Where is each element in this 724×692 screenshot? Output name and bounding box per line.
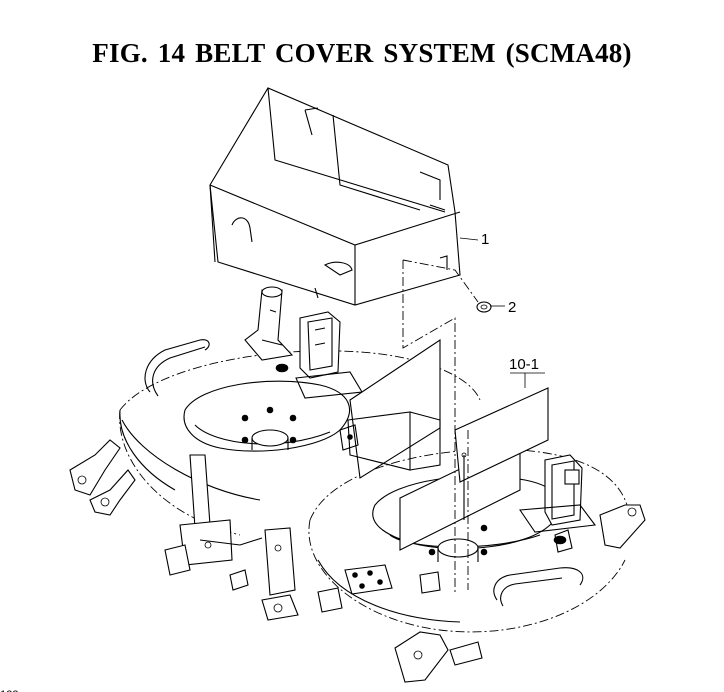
callout-leaders (459, 237, 545, 388)
belt-shield-10-1 (339, 338, 549, 551)
assembly-guide-lines (402, 259, 479, 595)
footer-fragment: 2123 (0, 689, 18, 692)
nut-part-2 (476, 301, 492, 313)
figure-title: FIG. 14 BELT COVER SYSTEM (SCMA48) (92, 38, 632, 68)
left-mower-deck (69, 339, 481, 621)
belt-cover-part-1 (209, 87, 461, 306)
callout-label-1: 1 (481, 231, 489, 248)
right-idler-bracket (519, 454, 597, 545)
left-idler-bracket (244, 286, 363, 401)
callout-label-10-1: 10-1 (509, 356, 539, 373)
callout-label-2: 2 (508, 299, 516, 316)
